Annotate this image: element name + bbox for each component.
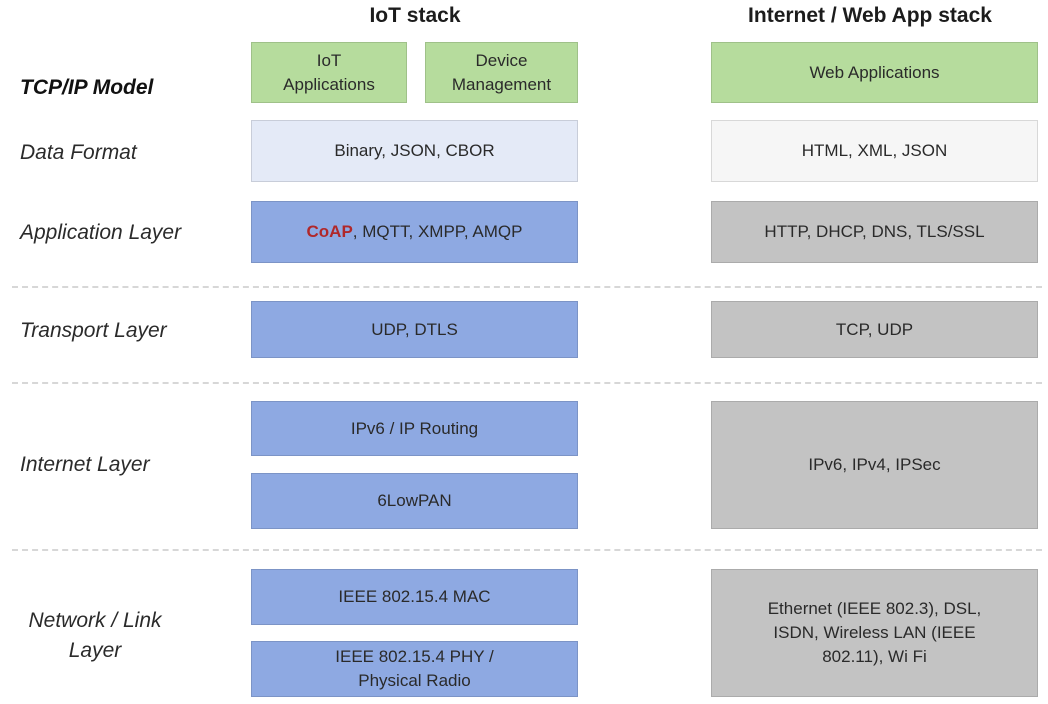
coap-highlight: CoAP (306, 222, 353, 241)
iot-transport-layer-box: UDP, DTLS (251, 301, 578, 358)
iot-6lowpan-box: 6LowPAN (251, 473, 578, 529)
web-link-line1: Ethernet (IEEE 802.3), DSL, (767, 599, 982, 618)
iot-stack-header: IoT stack (369, 4, 461, 27)
web-application-layer-box: HTTP, DHCP, DNS, TLS/SSL (711, 201, 1038, 263)
iot-data-format-box: Binary, JSON, CBOR (251, 120, 578, 182)
web-applications-box: Web Applications (711, 42, 1038, 103)
row-label-network-link-line1: Network / Link (28, 609, 162, 632)
iot-application-layer-box: CoAP, MQTT, XMPP, AMQP (251, 201, 578, 263)
row-label-transport-layer: Transport Layer (20, 319, 167, 342)
web-transport-layer-box: TCP, UDP (711, 301, 1038, 358)
web-internet-layer-box: IPv6, IPv4, IPSec (711, 401, 1038, 529)
iot-802154-mac-box: IEEE 802.15.4 MAC (251, 569, 578, 625)
row-label-network-link-line2: Layer (68, 639, 122, 662)
row-label-data-format: Data Format (20, 141, 137, 164)
iot-phy-line2: Physical Radio (358, 671, 471, 690)
iot-applications-line2: Applications (283, 74, 375, 94)
device-management-line2: Management (451, 74, 552, 94)
row-label-tcpip-model: TCP/IP Model (20, 76, 154, 99)
iot-applications-box: IoT Applications (251, 42, 407, 103)
divider-app-transport (12, 286, 1042, 288)
web-link-line2: ISDN, Wireless LAN (IEEE (773, 623, 976, 642)
web-stack-header: Internet / Web App stack (748, 4, 992, 27)
divider-internet-link (12, 549, 1042, 551)
iot-ip-routing-box: IPv6 / IP Routing (251, 401, 578, 456)
row-label-internet-layer: Internet Layer (20, 453, 150, 476)
iot-802154-phy-box: IEEE 802.15.4 PHY / Physical Radio (251, 641, 578, 697)
device-management-box: Device Management (425, 42, 578, 103)
web-network-link-box: Ethernet (IEEE 802.3), DSL, ISDN, Wirele… (711, 569, 1038, 697)
web-data-format-box: HTML, XML, JSON (711, 120, 1038, 182)
row-label-network-link-layer: Network / Link Layer (10, 604, 180, 668)
iot-application-protocols: , MQTT, XMPP, AMQP (352, 222, 523, 241)
web-link-line3: 802.11), Wi Fi (822, 647, 927, 666)
device-management-line1: Device (475, 50, 528, 70)
iot-phy-line1: IEEE 802.15.4 PHY / (335, 647, 494, 666)
iot-applications-line1: IoT (316, 50, 342, 70)
divider-transport-internet (12, 382, 1042, 384)
row-label-application-layer: Application Layer (20, 221, 182, 244)
